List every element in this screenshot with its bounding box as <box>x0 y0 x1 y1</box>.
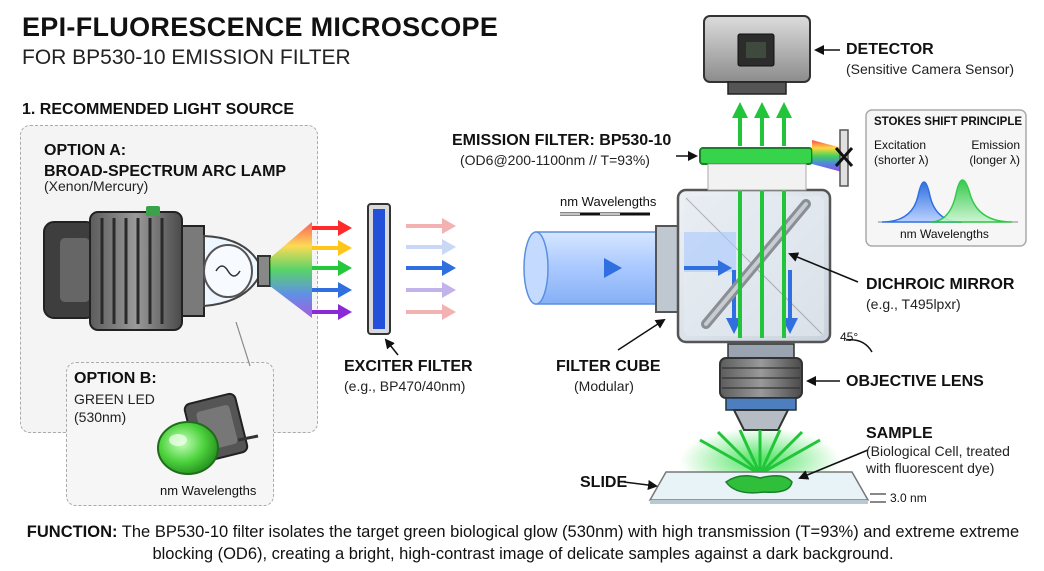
stokes-axis-label: nm Wavelengths <box>900 227 989 241</box>
excitation-beam-tube <box>470 231 667 305</box>
emission-arrows <box>732 168 792 338</box>
page-title: EPI-FLUORESCENCE MICROSCOPE <box>22 12 499 42</box>
exciter-pointer <box>384 338 399 356</box>
emission-filter-title: EMISSION FILTER: BP530-10 <box>452 132 672 149</box>
spectrum-arrows <box>312 220 352 320</box>
emission-filter-detail: (OD6@200-1100nm // T=93%) <box>460 152 650 168</box>
filter-cube-pointer <box>617 318 666 351</box>
filtered-arrows <box>406 218 456 320</box>
detector-detail: (Sensitive Camera Sensor) <box>846 61 1015 77</box>
sample-detail: (Biological Cell, treated with fluoresce… <box>866 443 1010 476</box>
angle-arc <box>845 339 873 353</box>
emission-filter <box>699 147 813 191</box>
blocked-light-icon <box>812 129 854 187</box>
dichroic-detail: (e.g., T495lpxr) <box>866 296 961 312</box>
exciter-detail: (e.g., BP470/40nm) <box>344 378 466 394</box>
stokes-emission-label: Emission (longer λ) <box>969 138 1020 167</box>
option-b-callout-line <box>235 321 251 367</box>
sample-cell <box>724 475 793 494</box>
detector-arrows <box>732 102 792 146</box>
slide-title: SLIDE <box>580 474 628 491</box>
objective-title: OBJECTIVE LENS <box>846 373 984 390</box>
sample-pointer <box>798 449 869 480</box>
option-b-title: OPTION B: <box>74 370 157 387</box>
stokes-title: STOKES SHIFT PRINCIPLE <box>874 116 1023 128</box>
stokes-shift-panel <box>865 109 1027 247</box>
function-label: FUNCTION: <box>26 523 118 541</box>
dichroic-pointer <box>788 252 859 283</box>
page-subtitle: FOR BP530-10 EMISSION FILTER <box>22 46 351 69</box>
detector-camera <box>703 15 811 95</box>
emission-curve <box>929 179 1013 223</box>
thickness-marker <box>870 493 886 503</box>
green-led-illustration <box>157 392 259 475</box>
dichroic-angle: 45° <box>840 330 859 344</box>
slide-thickness: 3.0 nm <box>890 491 927 505</box>
emission-rays <box>699 429 821 476</box>
objective-lens <box>719 343 803 431</box>
dichroic-title: DICHROIC MIRROR <box>866 276 1015 293</box>
detector-title: DETECTOR <box>846 41 934 58</box>
option-b-caption: nm Wavelengths <box>160 483 257 498</box>
function-text: The BP530-10 filter isolates the target … <box>117 523 1020 563</box>
exciter-filter <box>367 203 391 335</box>
microscope-diagram <box>43 15 1027 504</box>
option-b-detail: GREEN LED (530nm) <box>74 391 155 425</box>
filter-cube-title: FILTER CUBE <box>556 358 661 375</box>
light-source-heading: 1. RECOMMENDED LIGHT SOURCE <box>22 101 295 118</box>
stokes-excitation-label: Excitation (shorter λ) <box>874 138 929 167</box>
slide-pointer <box>623 480 658 490</box>
beam-caption: nm Wavelengths <box>560 194 657 209</box>
filter-cube-detail: (Modular) <box>574 378 634 394</box>
exciter-title: EXCITER FILTER <box>344 358 473 375</box>
sample-title: SAMPLE <box>866 425 933 442</box>
arc-lamp-illustration <box>43 206 312 331</box>
option-a-title: OPTION A: BROAD-SPECTRUM ARC LAMP <box>44 142 287 180</box>
option-a-detail: (Xenon/Mercury) <box>44 178 149 194</box>
function-description: FUNCTION: The BP530-10 filter isolates t… <box>18 521 1028 565</box>
excitation-beam-internal <box>684 232 798 334</box>
